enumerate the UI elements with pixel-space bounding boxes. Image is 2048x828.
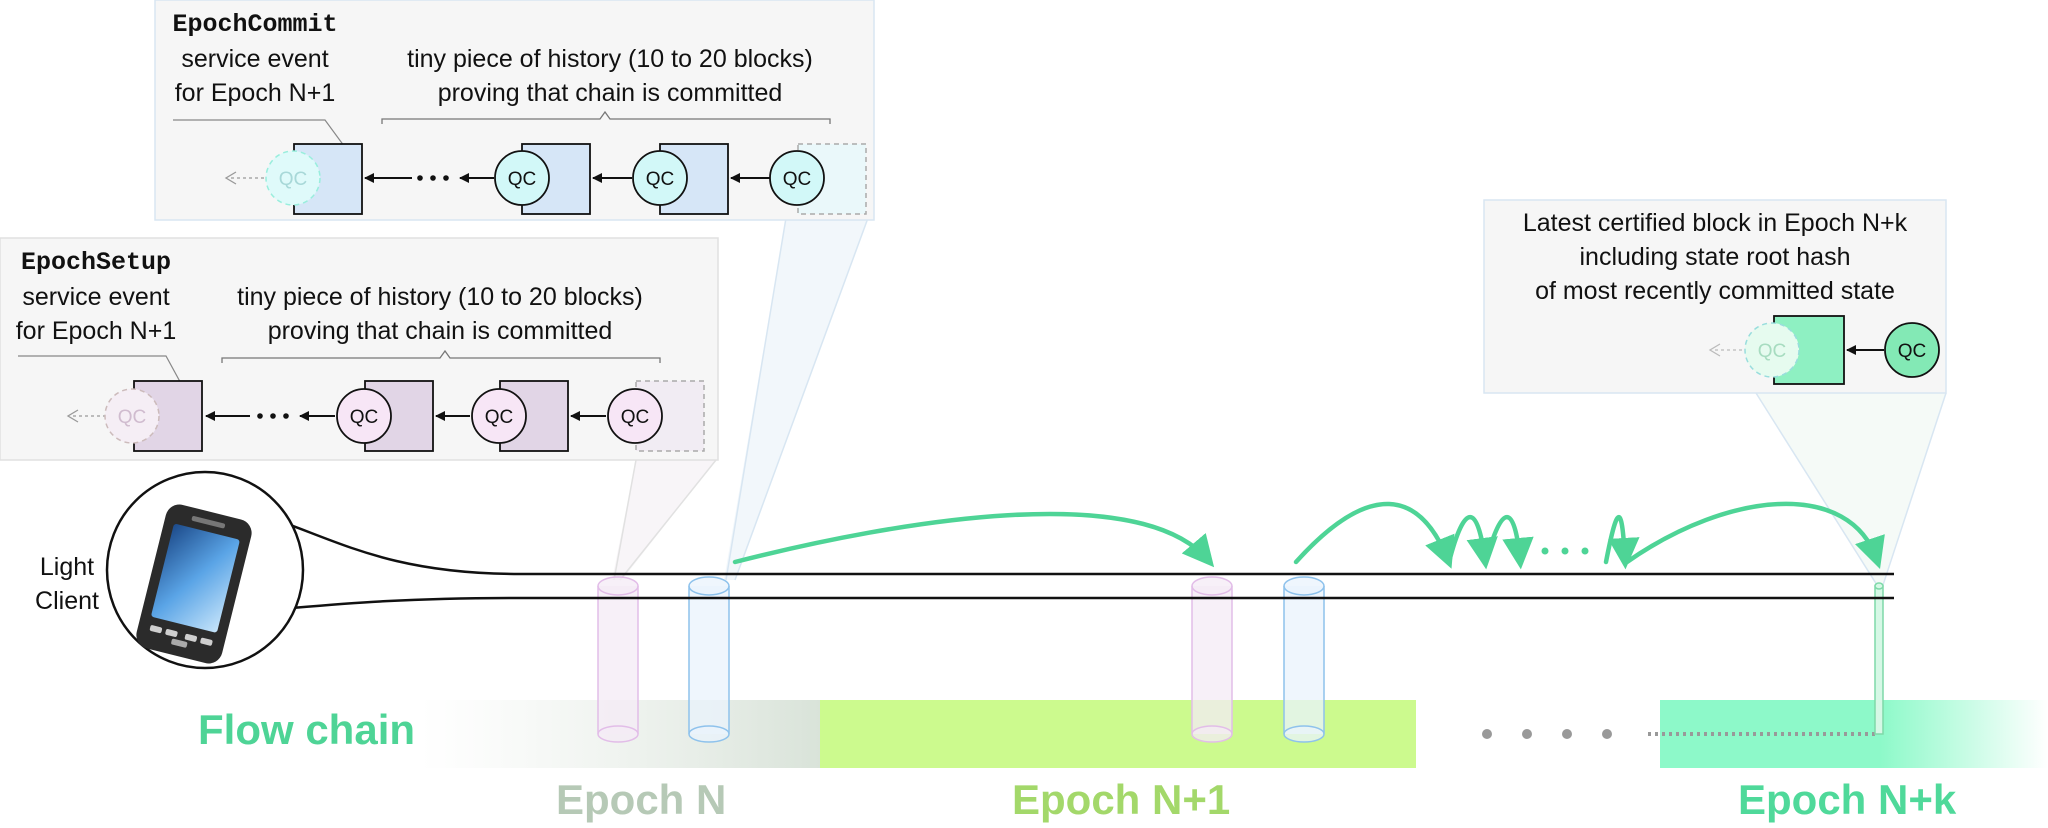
commit-event-name: EpochCommit (172, 10, 338, 39)
setup-qc-faded-label: QC (118, 407, 147, 428)
light-client-label: Light Client (22, 550, 112, 618)
commit-history-line-1: tiny piece of history (10 to 20 blocks) (407, 45, 813, 73)
setup-history-label: tiny piece of history (10 to 20 blocks) … (200, 280, 680, 348)
latest-panel (1483, 199, 1947, 394)
commit-callout-funnel (724, 218, 868, 580)
setup-history-line-2: proving that chain is committed (267, 317, 613, 345)
setup-callout-funnel (612, 460, 716, 580)
commit-qc-2 (632, 150, 688, 206)
latest-qc-faded-label: QC (1758, 341, 1787, 362)
latest-block-label: Latest certified block in Epoch N+k incl… (1490, 206, 1940, 308)
setup-qc-2 (471, 388, 527, 444)
commit-event-desc-2: for Epoch N+1 (174, 79, 336, 107)
setup-qc-faded (104, 388, 160, 444)
cylinder-setup-epoch-n1 (1191, 576, 1233, 743)
commit-qc-3 (769, 150, 825, 206)
commit-ellipsis (417, 175, 449, 181)
commit-event-label: EpochCommit service event for Epoch N+1 (160, 8, 350, 110)
setup-ellipsis (257, 413, 289, 419)
commit-qc-faded (265, 150, 321, 206)
latest-line-3: of most recently committed state (1535, 277, 1895, 305)
cylinder-commit-epoch-n1 (1283, 576, 1325, 743)
commit-history-brace (381, 110, 831, 124)
commit-history-line-2: proving that chain is committed (437, 79, 783, 107)
setup-qc-3-label: QC (621, 407, 650, 428)
commit-history-label: tiny piece of history (10 to 20 blocks) … (370, 42, 850, 110)
epoch-nk-band-fade (1880, 700, 2048, 768)
arrow-ellipsis-dots (1541, 547, 1589, 555)
commit-qc-3-label: QC (783, 169, 812, 190)
commit-qc-1 (494, 150, 550, 206)
cylinder-commit-epoch-n (688, 576, 730, 743)
setup-event-desc-2: for Epoch N+1 (15, 317, 177, 345)
setup-qc-1-label: QC (350, 407, 379, 428)
latest-qc-faded (1744, 322, 1800, 378)
setup-qc-2-label: QC (485, 407, 514, 428)
commit-event-desc-1: service event (181, 45, 329, 73)
phone-icon (136, 504, 252, 664)
latest-line-1: Latest certified block in Epoch N+k (1522, 209, 1908, 237)
latest-callout-funnel (1756, 393, 1946, 585)
chain-ellipsis-dots (1482, 729, 1612, 739)
setup-event-name: EpochSetup (20, 248, 172, 277)
commit-qc-faded-label: QC (279, 169, 308, 190)
setup-event-label: EpochSetup service event for Epoch N+1 (2, 246, 190, 348)
setup-history-line-1: tiny piece of history (10 to 20 blocks) (237, 283, 643, 311)
epoch-n1-label: Epoch N+1 (1012, 776, 1231, 823)
commit-qc-2-label: QC (646, 169, 675, 190)
flow-chain-label: Flow chain (198, 706, 416, 753)
setup-event-desc-1: service event (22, 283, 170, 311)
setup-qc-3 (607, 388, 663, 444)
light-client-line-2: Client (35, 587, 99, 615)
cylinder-setup-epoch-n (597, 576, 639, 743)
epoch-n-label: Epoch N (556, 776, 727, 823)
light-client-line-1: Light (39, 553, 95, 581)
light-client-tube-bottom (267, 596, 1894, 612)
sync-arrows (732, 501, 1885, 570)
epoch-nk-label: Epoch N+k (1738, 776, 1957, 823)
setup-history-brace (221, 349, 661, 363)
setup-qc-1 (336, 388, 392, 444)
cylinder-latest-epoch-nk (1874, 582, 1884, 735)
latest-qc-label: QC (1898, 341, 1927, 362)
latest-line-2: including state root hash (1579, 243, 1851, 271)
latest-qc (1884, 322, 1940, 378)
light-client-tube-top (251, 510, 1894, 576)
commit-qc-1-label: QC (508, 169, 537, 190)
